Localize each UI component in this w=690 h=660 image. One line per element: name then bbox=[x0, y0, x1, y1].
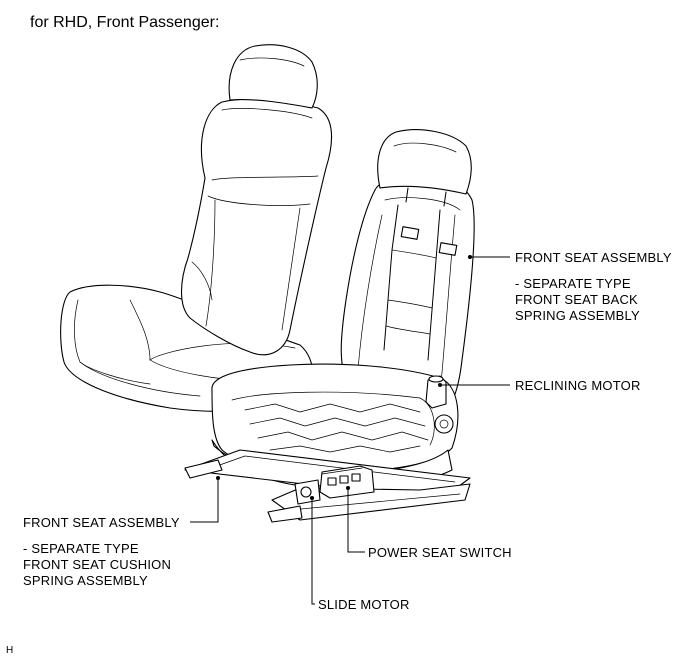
label-front-seat-back: FRONT SEAT BACK bbox=[515, 292, 638, 307]
figure-code: H bbox=[6, 645, 14, 656]
complete-seat-drawing bbox=[60, 44, 333, 412]
diagram-caption: for RHD, Front Passenger: bbox=[30, 14, 220, 31]
label-spring-assembly-cushion: SPRING ASSEMBLY bbox=[23, 573, 148, 588]
complete-seat-headrest bbox=[228, 44, 318, 109]
label-front-seat-cushion: FRONT SEAT CUSHION bbox=[23, 557, 172, 572]
label-slide-motor: SLIDE MOTOR bbox=[318, 597, 410, 612]
label-separate-type-back: - SEPARATE TYPE bbox=[515, 276, 631, 291]
slide-motor-part bbox=[294, 479, 321, 505]
label-reclining-motor: RECLINING MOTOR bbox=[515, 378, 641, 393]
label-power-seat-switch: POWER SEAT SWITCH bbox=[368, 545, 512, 560]
label-spring-assembly-back: SPRING ASSEMBLY bbox=[515, 308, 640, 323]
seat-frame-drawing bbox=[184, 129, 475, 523]
label-front-seat-assembly-cushion: FRONT SEAT ASSEMBLY bbox=[23, 515, 180, 530]
complete-seat-back bbox=[181, 98, 333, 356]
power-seat-switch-part bbox=[319, 465, 375, 499]
label-front-seat-assembly-back: FRONT SEAT ASSEMBLY bbox=[515, 250, 672, 265]
leader-lines bbox=[190, 255, 510, 605]
seat-frame-headrest bbox=[377, 129, 472, 195]
label-separate-type-cushion: - SEPARATE TYPE bbox=[23, 541, 139, 556]
